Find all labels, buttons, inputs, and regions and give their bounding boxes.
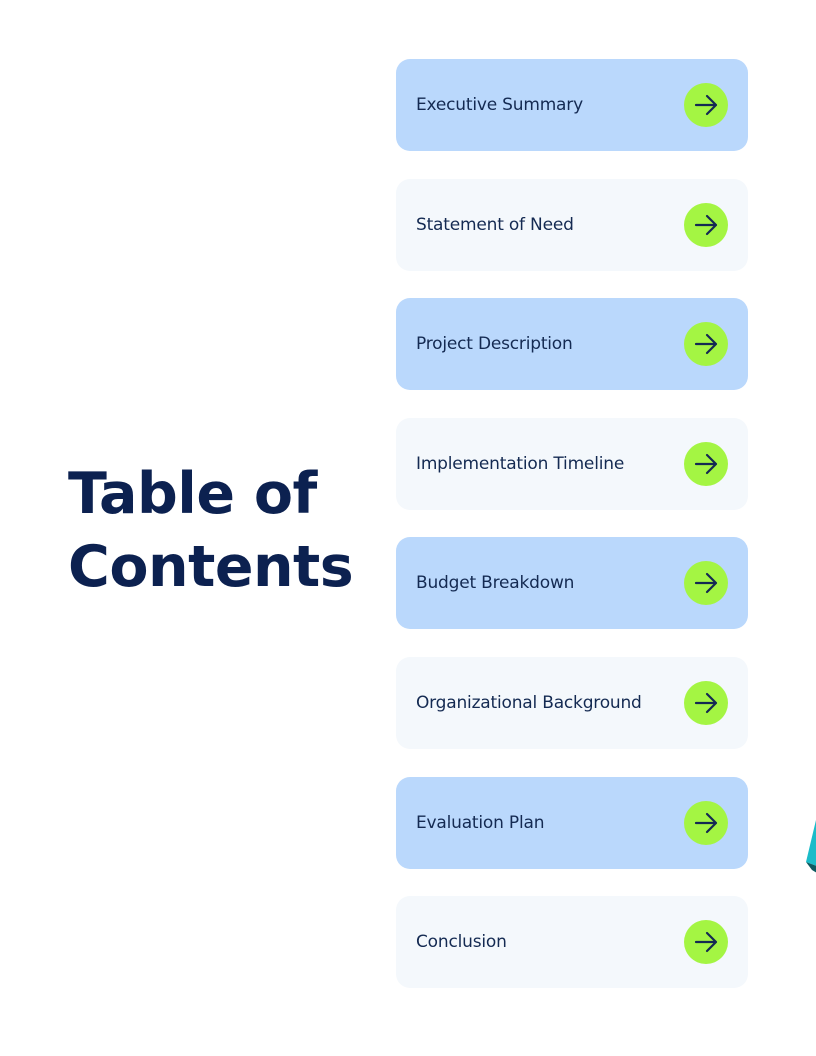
decorative-teal-shape bbox=[802, 820, 816, 880]
toc-item-statement-of-need[interactable]: Statement of Need bbox=[396, 178, 748, 271]
toc-item-executive-summary[interactable]: Executive Summary bbox=[396, 59, 748, 151]
toc-item-label: Executive Summary bbox=[416, 95, 583, 115]
toc-item-evaluation-plan[interactable]: Evaluation Plan bbox=[396, 776, 748, 869]
page-title: Table of Contents bbox=[68, 458, 354, 604]
arrow-right-icon[interactable] bbox=[684, 322, 728, 367]
toc-item-label: Project Description bbox=[416, 334, 573, 355]
arrow-right-icon[interactable] bbox=[684, 202, 728, 247]
arrow-right-icon[interactable] bbox=[684, 800, 728, 845]
toc-item-label: Evaluation Plan bbox=[416, 812, 545, 833]
title-line-2: Contents bbox=[68, 534, 354, 600]
toc-item-label: Organizational Background bbox=[416, 693, 642, 713]
toc-item-label: Conclusion bbox=[416, 932, 507, 953]
arrow-right-icon[interactable] bbox=[684, 681, 728, 725]
toc-item-implementation-timeline[interactable]: Implementation Timeline bbox=[396, 417, 748, 510]
arrow-right-icon[interactable] bbox=[684, 441, 728, 486]
toc-item-project-description[interactable]: Project Description bbox=[396, 298, 748, 391]
toc-item-label: Statement of Need bbox=[416, 214, 574, 235]
toc-item-conclusion[interactable]: Conclusion bbox=[396, 896, 748, 989]
toc-item-label: Implementation Timeline bbox=[416, 453, 625, 474]
arrow-right-icon[interactable] bbox=[684, 83, 728, 127]
toc-item-organizational-background[interactable]: Organizational Background bbox=[396, 657, 748, 749]
arrow-right-icon[interactable] bbox=[684, 920, 728, 965]
arrow-right-icon[interactable] bbox=[684, 561, 728, 606]
title-line-1: Table of bbox=[68, 461, 317, 527]
toc-item-budget-breakdown[interactable]: Budget Breakdown bbox=[396, 537, 748, 630]
toc-item-label: Budget Breakdown bbox=[416, 573, 575, 594]
